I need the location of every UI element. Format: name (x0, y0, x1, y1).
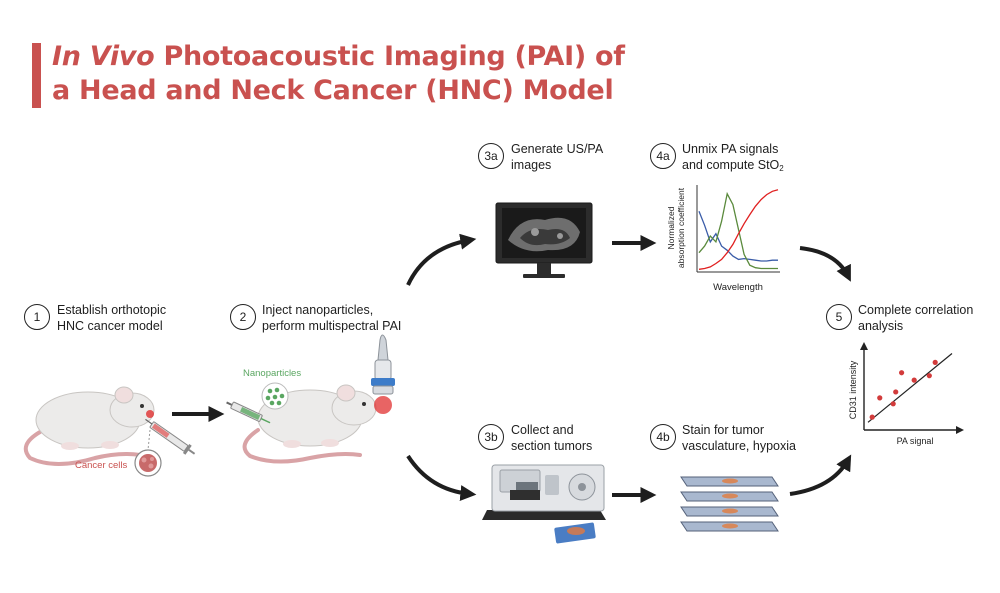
title-italic: In Vivo (52, 41, 155, 72)
flow-arrows (172, 233, 852, 503)
arrow-2-to-3b (406, 454, 477, 502)
scatter-point-3 (890, 401, 896, 407)
step-1-line1: Establish orthotopic (57, 303, 167, 317)
title-line2: a Head and Neck Cancer (HNC) Model (52, 75, 614, 106)
step-3b-label: Collect and section tumors (511, 422, 592, 454)
step-2-badge: 2 (230, 304, 256, 330)
step-4a-line2: and compute StO2 (682, 157, 784, 177)
slide-stack-icon (680, 476, 779, 532)
nanoparticle-cluster-icon (261, 382, 289, 410)
step-3b-badge: 3b (478, 424, 504, 450)
spectrum-ylabel-2: absorption coefficient (676, 187, 686, 268)
step-3a-badge: 3a (478, 143, 504, 169)
mouse-icon (23, 386, 155, 466)
spectrum-series-group (698, 189, 779, 270)
nanoparticles-label: Nanoparticles (243, 368, 301, 379)
arrow-2-to-3a (406, 233, 477, 286)
page-title: In Vivo Photoacoustic Imaging (PAI) of a… (52, 40, 625, 108)
step-3a-line2: images (511, 158, 552, 172)
step-5-label: Complete correlation analysis (858, 302, 973, 334)
scatter-point-2 (877, 395, 883, 401)
step-4b-line2: vasculature, hypoxia (682, 439, 796, 453)
step-4a-line2-subscript: 2 (779, 164, 784, 173)
spectrum-xlabel: Wavelength (713, 282, 763, 293)
title-accent-bar (32, 43, 41, 108)
scatter-points (869, 359, 938, 420)
step-4a-badge: 4a (650, 143, 676, 169)
scatter-trendline (867, 353, 953, 423)
scatter-xlabel: PA signal (897, 436, 934, 446)
step-5-badge: 5 (826, 304, 852, 330)
step-2-line2: perform multispectral PAI (262, 319, 402, 333)
step-3a-label: Generate US/PA images (511, 141, 603, 173)
syringe-icon (226, 401, 271, 424)
step-3b-line1: Collect and (511, 423, 574, 437)
microtome-icon (482, 464, 606, 544)
scatter-point-6 (911, 377, 917, 383)
scatter-x-arrowhead (956, 426, 964, 434)
step-4b-badge: 4b (650, 424, 676, 450)
scatter-point-8 (932, 359, 938, 365)
correlation-scatter-plot: CD31 intensity PA signal (848, 342, 964, 446)
step-2-label: Inject nanoparticles, perform multispect… (262, 302, 401, 334)
step-4a-line1: Unmix PA signals (682, 142, 779, 156)
spectrum-series-2 (698, 191, 778, 270)
arrow-4b-to-5 (789, 454, 852, 496)
step-4b-label: Stain for tumor vasculature, hypoxia (682, 422, 796, 454)
step-1-label: Establish orthotopic HNC cancer model (57, 302, 166, 334)
scatter-point-5 (899, 370, 905, 376)
arrow-4a-to-5 (799, 246, 851, 282)
step-4a-line2-text: and compute StO (682, 158, 780, 172)
cell-cluster-icon (134, 429, 162, 477)
step-4a-label: Unmix PA signals and compute StO2 (682, 141, 784, 177)
syringe-icon (145, 418, 196, 455)
spectrum-plot: Normalized absorption coefficient Wavele… (666, 185, 780, 293)
spectrum-series-3 (698, 189, 779, 270)
title-line1: Photoacoustic Imaging (PAI) of (163, 41, 626, 72)
monitor-icon (495, 202, 593, 278)
scatter-point-7 (926, 373, 932, 379)
spectrum-series-1 (698, 210, 778, 262)
step-5-line1: Complete correlation (858, 303, 974, 317)
step-4b-line1: Stain for tumor (682, 423, 764, 437)
step-1-line2: HNC cancer model (57, 319, 163, 333)
scatter-point-1 (869, 414, 875, 420)
step-2-line1: Inject nanoparticles, (262, 303, 374, 317)
step-1-badge: 1 (24, 304, 50, 330)
step-3b-line2: section tumors (511, 439, 593, 453)
scatter-point-4 (893, 389, 899, 395)
scatter-ylabel: CD31 intensity (848, 360, 858, 419)
step-5-line2: analysis (858, 319, 904, 333)
step-3a-line1: Generate US/PA (511, 142, 604, 156)
ultrasound-probe-icon (371, 334, 395, 395)
scatter-y-arrowhead (860, 342, 868, 350)
spectrum-ylabel-1: Normalized (666, 206, 676, 249)
cancer-cells-label: Cancer cells (75, 460, 128, 471)
